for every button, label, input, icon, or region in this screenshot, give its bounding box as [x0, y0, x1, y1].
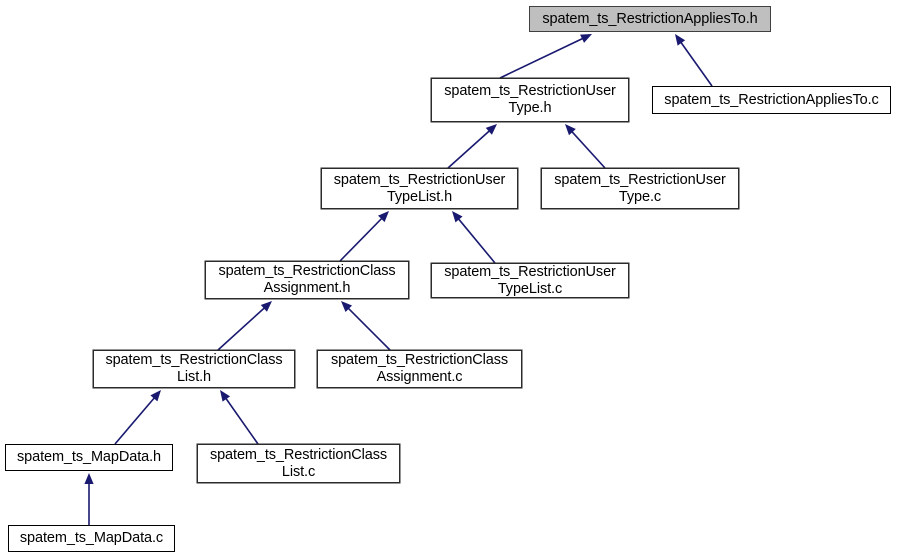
graph-edge: [84, 473, 94, 525]
edge-arrowhead: [378, 211, 389, 223]
edge-line: [679, 41, 713, 87]
graph-node-label: spatem_ts_RestrictionUser TypeList.c: [444, 263, 616, 297]
graph-node-restrictionusertype-c[interactable]: spatem_ts_RestrictionUser Type.c: [541, 168, 739, 209]
edge-line: [499, 37, 584, 79]
graph-node-label: spatem_ts_RestrictionUser Type.h: [444, 83, 616, 116]
graph-node-restrictionclassassignment-h[interactable]: spatem_ts_RestrictionClass Assignment.h: [205, 261, 409, 299]
graph-node-restrictionclasslist-c[interactable]: spatem_ts_RestrictionClass List.c: [197, 444, 400, 483]
edge-arrowhead: [675, 34, 686, 46]
edge-line: [339, 217, 383, 262]
graph-node-label: spatem_ts_MapData.h: [17, 449, 161, 465]
graph-node-label: spatem_ts_RestrictionClass Assignment.h: [218, 263, 396, 296]
graph-edge: [339, 211, 389, 262]
edge-arrowhead: [485, 124, 497, 135]
edge-line: [347, 307, 391, 351]
graph-edge: [220, 390, 259, 445]
graph-node-mapdata-h[interactable]: spatem_ts_MapData.h: [5, 444, 173, 471]
edge-arrowhead: [84, 473, 94, 484]
edge-line: [114, 396, 156, 445]
edge-line: [457, 217, 496, 264]
edge-arrowhead: [220, 390, 231, 402]
graph-edge: [447, 124, 497, 169]
graph-node-restrictionclasslist-h[interactable]: spatem_ts_RestrictionClass List.h: [93, 350, 295, 388]
graph-node-label: spatem_ts_RestrictionUser Type.c: [554, 171, 726, 205]
graph-node-restrictionappliesto-c[interactable]: spatem_ts_RestrictionAppliesTo.c: [652, 86, 891, 114]
edge-arrowhead: [565, 124, 576, 136]
graph-node-label: spatem_ts_RestrictionUser TypeList.h: [333, 171, 506, 205]
graph-node-mapdata-c[interactable]: spatem_ts_MapData.c: [8, 525, 175, 552]
edge-arrowhead: [580, 34, 592, 43]
graph-node-label: spatem_ts_RestrictionAppliesTo.h: [542, 10, 758, 27]
graph-edge: [499, 34, 592, 79]
edge-line: [570, 130, 606, 169]
edge-arrowhead: [150, 390, 161, 402]
graph-node-restrictionusertype-h[interactable]: spatem_ts_RestrictionUser Type.h: [431, 78, 629, 122]
edge-arrowhead: [341, 301, 353, 313]
edge-line: [224, 397, 259, 445]
edge-line: [447, 129, 491, 169]
edge-line: [217, 306, 266, 351]
graph-edge: [217, 301, 272, 351]
graph-edge: [675, 34, 713, 87]
graph-edge: [341, 301, 391, 351]
edge-arrowhead: [452, 211, 463, 223]
graph-node-restrictionusertypelist-h[interactable]: spatem_ts_RestrictionUser TypeList.h: [321, 168, 518, 209]
graph-node-label: spatem_ts_RestrictionClass List.h: [105, 352, 283, 385]
graph-node-restrictionclassassignment-c[interactable]: spatem_ts_RestrictionClass Assignment.c: [317, 350, 522, 388]
graph-node-label: spatem_ts_RestrictionAppliesTo.c: [664, 91, 879, 108]
graph-node-restrictionusertypelist-c[interactable]: spatem_ts_RestrictionUser TypeList.c: [431, 263, 629, 298]
graph-edge: [114, 390, 161, 445]
graph-edge: [565, 124, 606, 169]
graph-node-restrictionappliesto-h[interactable]: spatem_ts_RestrictionAppliesTo.h: [529, 6, 771, 32]
graph-node-label: spatem_ts_RestrictionClass Assignment.c: [330, 352, 509, 385]
graph-node-label: spatem_ts_MapData.c: [19, 530, 164, 546]
graph-edge: [452, 211, 496, 264]
edge-arrowhead: [260, 301, 272, 312]
graph-node-label: spatem_ts_RestrictionClass List.c: [209, 446, 388, 480]
